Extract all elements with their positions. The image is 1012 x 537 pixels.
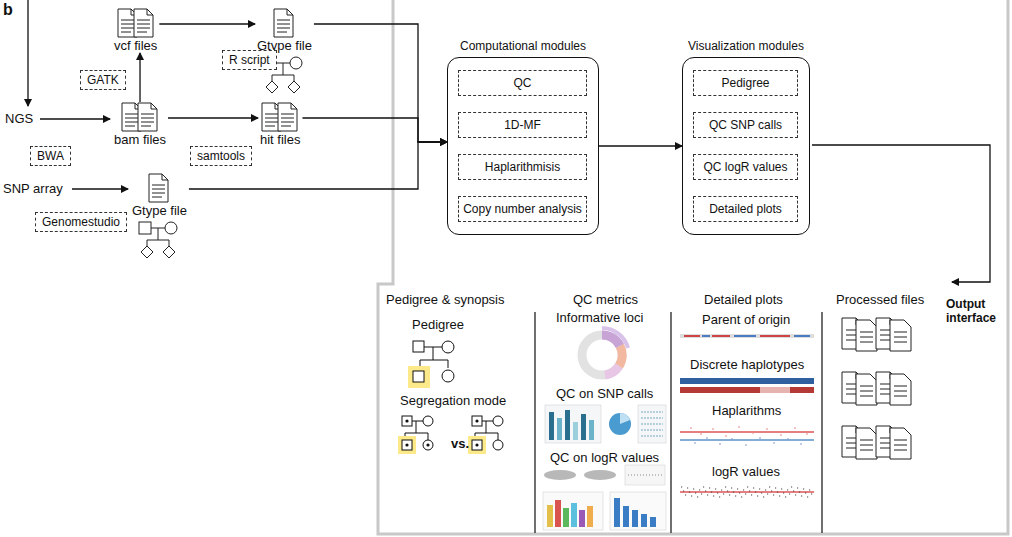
file-icon xyxy=(261,102,299,132)
column-divider xyxy=(535,312,822,533)
node-label: Copy number analysis xyxy=(463,202,582,216)
text-label: Informative loci xyxy=(556,311,643,326)
flow-arrow xyxy=(189,142,447,189)
qc-thumbnail xyxy=(545,405,666,443)
text-label: NGS xyxy=(5,112,33,127)
text-label: vs. xyxy=(451,437,469,452)
group-heading: Computational modules xyxy=(460,39,586,53)
node-label: Gtype file xyxy=(132,203,187,218)
node-label: samtools xyxy=(197,149,245,163)
node-label: Haplarithmisis xyxy=(485,160,560,174)
flow-arrow xyxy=(139,53,140,102)
text-label: Segregation mode xyxy=(400,394,506,409)
flow-arrow xyxy=(302,118,447,142)
module-box: QC logR values xyxy=(693,154,798,180)
node-label: R script xyxy=(229,53,270,67)
text-label: QC on SNP calls xyxy=(556,387,653,402)
text-label: logR values xyxy=(712,465,780,480)
file-node: vcf files xyxy=(112,8,159,53)
file-node: Gtype file xyxy=(130,173,189,260)
segregation-icon xyxy=(398,416,503,454)
node-label: Detailed plots xyxy=(709,202,782,216)
module-box: QC xyxy=(458,70,587,96)
text-label: b xyxy=(3,1,13,19)
module-box: 1D-MF xyxy=(458,112,587,138)
file-icon xyxy=(273,8,295,38)
file-icon xyxy=(117,8,155,38)
file-icon xyxy=(121,102,159,132)
qc-thumbnail xyxy=(543,465,666,530)
node-label: hit files xyxy=(260,132,300,147)
text-label: Pedigree & synopsis xyxy=(386,293,505,308)
flow-arrow xyxy=(159,23,255,24)
node-label: bam files xyxy=(114,132,166,147)
node-label: QC xyxy=(514,76,532,90)
node-label: GATK xyxy=(87,73,119,87)
module-group: Visualization modulesPedigreeQC SNP call… xyxy=(682,57,810,235)
text-label: SNP array xyxy=(3,182,63,197)
node-label: QC logR values xyxy=(703,160,787,174)
text-label: Parent of origin xyxy=(702,313,790,328)
text-label: Detailed plots xyxy=(704,293,783,308)
processed-file-icons xyxy=(842,318,911,459)
detail-plot xyxy=(680,334,814,497)
flow-arrow xyxy=(599,145,682,146)
node-label: QC SNP calls xyxy=(709,118,782,132)
file-node: bam files xyxy=(112,102,168,147)
tool-box: BWA xyxy=(30,146,71,166)
text-label: Discrete haplotypes xyxy=(690,358,804,373)
flow-arrow xyxy=(168,117,258,118)
input-arrow xyxy=(27,0,28,106)
panel-border xyxy=(378,0,1008,534)
pedigree-symbol xyxy=(137,220,181,260)
module-box: Detailed plots xyxy=(693,196,798,222)
node-label: 1D-MF xyxy=(504,118,541,132)
module-box: Pedigree xyxy=(693,70,798,96)
tool-box: samtools xyxy=(190,146,252,166)
file-icon xyxy=(148,173,170,203)
input-arrow xyxy=(72,188,128,189)
donut-chart xyxy=(582,328,628,375)
text-label: Haplarithms xyxy=(712,404,781,419)
tool-box: Genomestudio xyxy=(35,212,127,232)
node-label: vcf files xyxy=(114,38,157,53)
module-group: Computational modulesQC1D-MFHaplarithmis… xyxy=(447,57,599,235)
node-label: Pedigree xyxy=(721,76,769,90)
text-label: QC metrics xyxy=(573,293,638,308)
pedigree-icon xyxy=(408,341,454,388)
text-label: Output interface xyxy=(946,298,1006,326)
tool-box: R script xyxy=(222,50,277,70)
module-box: QC SNP calls xyxy=(693,112,798,138)
tool-box: GATK xyxy=(80,70,126,90)
module-box: Copy number analysis xyxy=(458,196,587,222)
group-heading: Visualization modules xyxy=(688,39,804,53)
module-box: Haplarithmisis xyxy=(458,154,587,180)
output-arrow xyxy=(812,145,990,282)
text-label: QC on logR values xyxy=(550,451,659,466)
node-label: BWA xyxy=(37,149,64,163)
input-arrow xyxy=(40,118,110,119)
text-label: Pedigree xyxy=(412,318,464,333)
flow-arrow xyxy=(314,24,447,142)
file-node: hit files xyxy=(258,102,302,147)
node-label: Genomestudio xyxy=(42,215,120,229)
text-label: Processed files xyxy=(836,293,924,308)
